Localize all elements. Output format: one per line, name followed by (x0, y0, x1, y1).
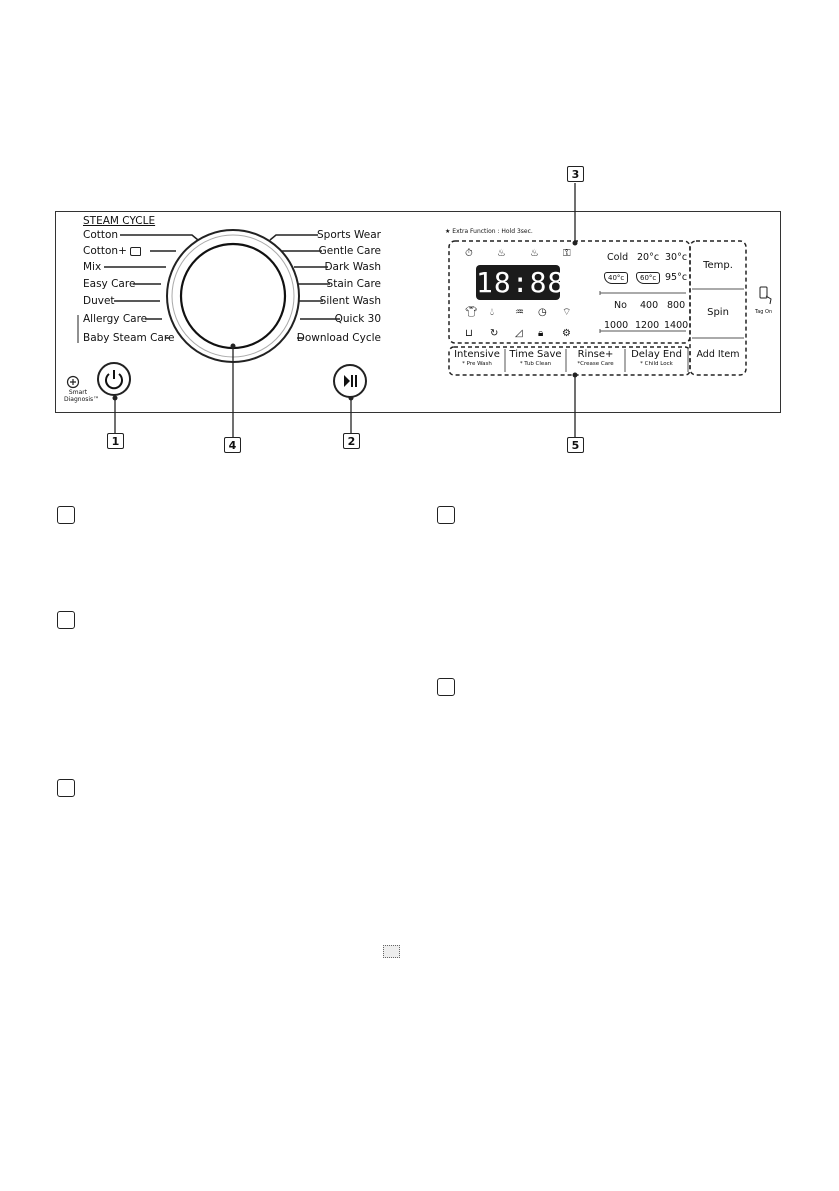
spin-no: No (614, 300, 627, 311)
temp-20: 20°c (637, 252, 660, 263)
side-button-frame (689, 240, 747, 376)
program-sports-wear[interactable]: Sports Wear (317, 229, 381, 241)
description-box-3 (57, 779, 75, 797)
spin-800: 800 (667, 300, 686, 311)
start-pause-button[interactable] (333, 364, 367, 398)
rinse-plus-button[interactable]: Rinse+ (577, 349, 614, 360)
time-save-button[interactable]: Time Save (509, 349, 562, 360)
description-box-4 (437, 506, 455, 524)
shirt-steam-icon: ♨ (530, 248, 539, 259)
spin-400: 400 (640, 300, 659, 311)
smart-diagnosis-icon (66, 374, 80, 389)
add-item-button[interactable]: Add Item (696, 349, 740, 360)
program-cotton-plus[interactable]: Cotton+ (83, 245, 142, 257)
control-panel (55, 211, 781, 413)
spin-1000: 1000 (604, 320, 629, 331)
tub-icon: ♒ (515, 307, 524, 318)
iron-icon: ◿ (515, 328, 523, 339)
lock-icon: ⚿ (563, 248, 571, 259)
rinse-plus-sub: *Crease Care (577, 361, 614, 367)
program-duvet[interactable]: Duvet (83, 295, 115, 307)
intensive-sub: * Pre Wash (462, 361, 492, 367)
temp-30: 30°c (665, 252, 688, 263)
callout-2: 2 (343, 433, 360, 449)
program-cotton-plus-label: Cotton+ (83, 245, 127, 257)
clock-icon: ◷ (538, 307, 547, 318)
callout-1: 1 (107, 433, 124, 449)
play-pause-icon (344, 375, 357, 387)
program-silent-wash[interactable]: Silent Wash (319, 295, 381, 307)
shirt-icon: 👕︎ (465, 307, 478, 318)
smart-diagnosis-line2: Diagnosis™ (64, 396, 100, 403)
temp-button[interactable]: Temp. (703, 260, 733, 271)
time-display: 18:88 (476, 265, 566, 300)
spin-icon: ↻ (490, 328, 499, 339)
lock-icon: 🔒︎ (538, 328, 544, 339)
indicator-frame (448, 240, 691, 344)
leader-line (120, 234, 199, 241)
program-allergy-care[interactable]: Allergy Care (83, 313, 148, 325)
program-baby-steam-care[interactable]: Baby Steam Care (83, 332, 175, 344)
tag-on-label: Tag On (755, 309, 773, 315)
drop-icon: 💧︎ (490, 307, 494, 318)
callout-5: 5 (567, 437, 584, 453)
power-icon (105, 370, 123, 390)
panel-graphics (77, 183, 747, 437)
extra-function-note: ★ Extra Function : Hold 3sec. (445, 228, 533, 235)
temp-40: 40°c (604, 272, 629, 284)
spin-1200: 1200 (635, 320, 660, 331)
smart-diagnosis-line1: Smart (68, 389, 88, 396)
program-easy-care[interactable]: Easy Care (83, 278, 136, 290)
delay-end-button[interactable]: Delay End (631, 349, 682, 360)
wifi-icon: ⌔ (562, 307, 572, 318)
time-save-sub: * Tub Clean (519, 361, 552, 367)
temp-95: 95°c (665, 272, 688, 283)
program-dark-wash[interactable]: Dark Wash (324, 261, 381, 273)
stopwatch-icon: ⏱ (465, 248, 473, 259)
spin-button[interactable]: Spin (707, 307, 729, 318)
program-cotton[interactable]: Cotton (83, 229, 119, 241)
callout-4: 4 (224, 437, 241, 453)
program-mix[interactable]: Mix (83, 261, 102, 273)
tag-on-icon (757, 286, 775, 306)
program-gentle-care[interactable]: Gentle Care (318, 245, 381, 257)
description-box-5 (437, 678, 455, 696)
description-box-1 (57, 506, 75, 524)
temp-cold: Cold (607, 252, 629, 263)
program-dial-knob (179, 242, 287, 350)
temp-60: 60°c (636, 272, 661, 284)
intensive-button[interactable]: Intensive (454, 349, 500, 360)
shirt-steam-icon: ♨ (497, 248, 506, 259)
tag-icon (130, 246, 142, 256)
program-stain-care[interactable]: Stain Care (326, 278, 381, 290)
settings-icon: ⚙ (562, 328, 571, 339)
steam-cycle-heading: STEAM CYCLE (83, 215, 156, 227)
description-box-2 (57, 611, 75, 629)
program-download-cycle[interactable]: Download Cycle (296, 332, 381, 344)
power-button[interactable] (97, 362, 131, 396)
callout-3: 3 (567, 166, 584, 182)
spin-1400: 1400 (664, 320, 689, 331)
smart-diagnosis-label: Smart Diagnosis™ (64, 389, 100, 403)
tub-icon: ⊔ (465, 328, 473, 339)
delay-end-sub: * Child Lock (640, 361, 673, 367)
placeholder-icon (383, 945, 400, 958)
program-quick-30[interactable]: Quick 30 (334, 313, 381, 325)
